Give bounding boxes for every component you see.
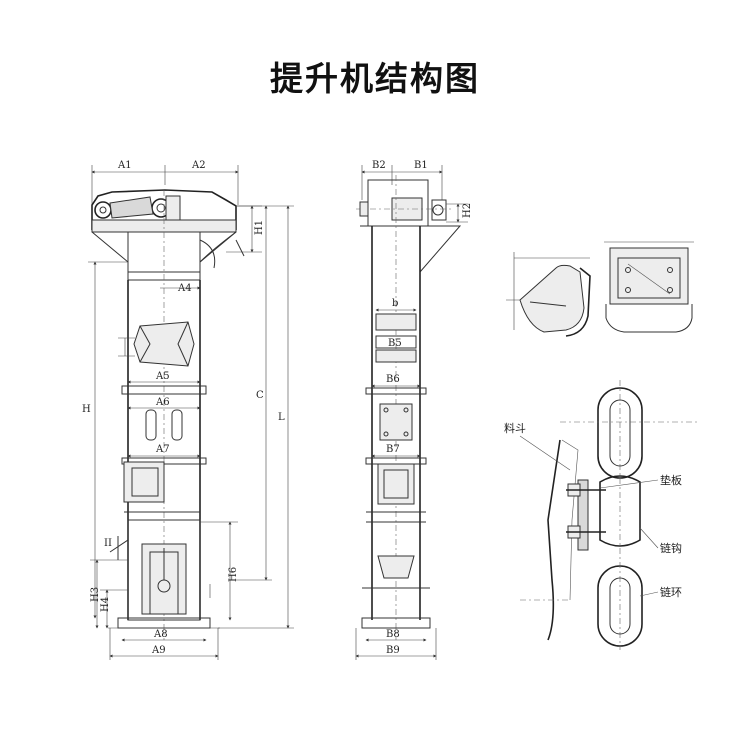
label-hook: 链钩 [660,541,682,555]
dim-B5: B5 [388,338,402,349]
chain-detail: 料斗 垫板 链钩 链环 [504,380,700,650]
dim-A1: A1 [117,160,132,171]
dim-H4: H4 [100,597,111,612]
dim-H1: H1 [254,220,265,235]
dim-B9: B9 [386,645,400,656]
dim-A8: A8 [153,629,168,640]
dim-A9: A9 [151,645,166,656]
front-view: A1 A2 A4 H1 [82,160,294,660]
dim-H2: H2 [462,203,473,218]
dim-H6: H6 [228,567,239,582]
dim-B6: B6 [386,374,400,385]
dim-H: H [82,404,91,415]
dim-C: C [256,390,264,401]
dim-B7: B7 [386,444,400,455]
dim-L: L [278,412,285,423]
label-pad: 垫板 [660,473,682,487]
dim-b: b [392,298,398,309]
dim-A6: A6 [155,397,170,408]
side-view: B2 B1 H2 b B5 B6 [355,160,473,660]
label-bucket: 料斗 [504,421,526,435]
dim-B8: B8 [386,629,400,640]
dim-A5: A5 [155,371,170,382]
section-II: II [104,538,112,549]
dim-B2: B2 [372,160,386,171]
label-ring: 链环 [660,585,682,599]
bucket-detail [506,241,694,337]
dim-B1: B1 [414,160,428,171]
dim-A4: A4 [177,283,192,294]
dim-A7: A7 [155,444,170,455]
dim-A2: A2 [191,160,206,171]
page-title: 提升机结构图 [270,59,480,98]
